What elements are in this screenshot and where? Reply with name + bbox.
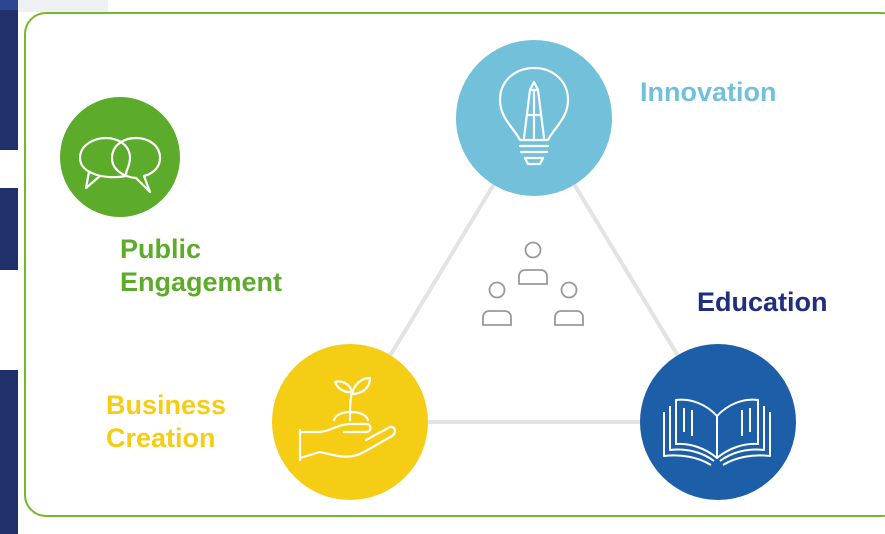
left-edge-gap-lower (0, 270, 18, 370)
top-edge-shade (18, 0, 108, 12)
business-creation-label: Business Creation (106, 389, 226, 455)
public-engagement-label-line1: Public (120, 234, 202, 264)
business-creation-label-line1: Business (106, 390, 227, 420)
education-label: Education (697, 287, 828, 317)
public-engagement-circle (60, 97, 180, 217)
open-book-icon (663, 398, 771, 466)
public-engagement-node (60, 97, 180, 217)
lightbulb-icon (498, 66, 570, 166)
left-edge-gap-upper (0, 150, 18, 188)
public-engagement-label: Public Engagement (120, 233, 282, 299)
innovation-node (456, 40, 612, 196)
left-edge-strip (0, 0, 18, 534)
business-creation-circle (272, 344, 428, 500)
education-node (640, 344, 796, 500)
business-creation-label-line2: Creation (106, 423, 216, 453)
speech-bubbles-icon (78, 136, 162, 194)
people-group-icon (482, 241, 584, 326)
public-engagement-label-line2: Engagement (120, 267, 283, 297)
business-creation-node (272, 344, 428, 500)
seedling-in-hand-icon (298, 376, 397, 462)
innovation-label: Innovation (640, 77, 777, 107)
left-edge-strip-top (0, 0, 18, 10)
